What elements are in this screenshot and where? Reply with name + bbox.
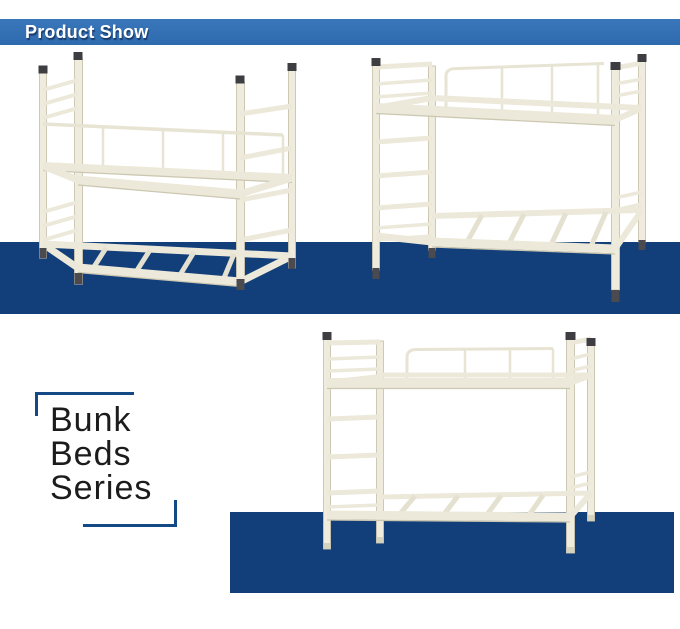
- bed3-bottom-frame: [326, 490, 594, 523]
- corner-bracket-top-left-icon: [35, 392, 134, 416]
- navy-band-top: [0, 242, 680, 314]
- bed2-caps-feet: [371, 54, 647, 302]
- bed2-guard-rail: [444, 62, 605, 119]
- bunk-bed-image-2: [371, 54, 647, 302]
- series-label-line-3: Series: [50, 469, 153, 507]
- header-title: Product Show: [25, 21, 149, 42]
- bed1-bottom-frame: [41, 240, 294, 288]
- bed2-top-bars: [375, 60, 643, 99]
- bunk-bed-image-1: [38, 52, 297, 290]
- bed1-head-rungs: [42, 78, 79, 242]
- series-label: Bunk Beds Series: [50, 403, 152, 505]
- corner-bracket-bottom-right-icon: [83, 500, 177, 527]
- series-label-line-2: Beds: [50, 435, 132, 473]
- bed1-caps-feet: [38, 52, 297, 290]
- bed3-top-bunk: [326, 372, 593, 390]
- bed3-top-bars: [326, 336, 592, 373]
- navy-square-bottom: [230, 512, 674, 593]
- bunk-bed-image-3: [322, 332, 596, 554]
- bed2-bottom-frame: [375, 207, 645, 255]
- bed3-caps-feet: [322, 332, 596, 553]
- series-label-line-1: Bunk: [50, 401, 132, 439]
- bed2-top-bunk: [375, 95, 644, 127]
- bed3-ladder: [326, 414, 592, 509]
- bed1-top-bunk: [41, 162, 294, 200]
- header-banner: Product Show: [0, 19, 680, 45]
- bed1-guard-rail: [42, 122, 285, 178]
